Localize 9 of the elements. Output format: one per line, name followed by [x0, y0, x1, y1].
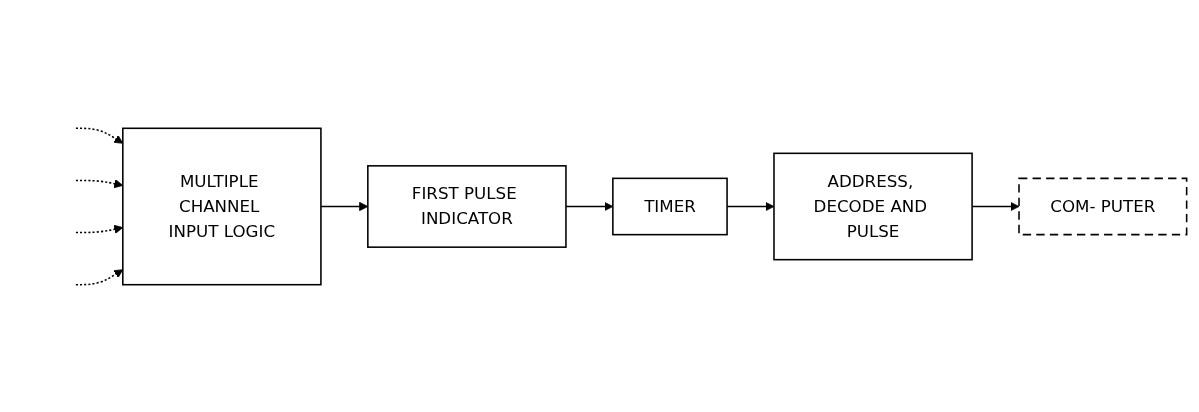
node-box: TIMER	[611, 177, 728, 235]
node-box: MULTIPLE CHANNEL INPUT LOGIC	[121, 127, 322, 285]
arrow	[74, 224, 123, 234]
arrow	[74, 127, 123, 144]
node-box: COM- PUTER	[1017, 177, 1187, 235]
node-box: ADDRESS, DECODE AND PULSE	[772, 152, 973, 260]
node-box: FIRST PULSE INDICATOR	[366, 164, 567, 248]
arrow	[74, 178, 123, 188]
arrow	[74, 268, 123, 285]
